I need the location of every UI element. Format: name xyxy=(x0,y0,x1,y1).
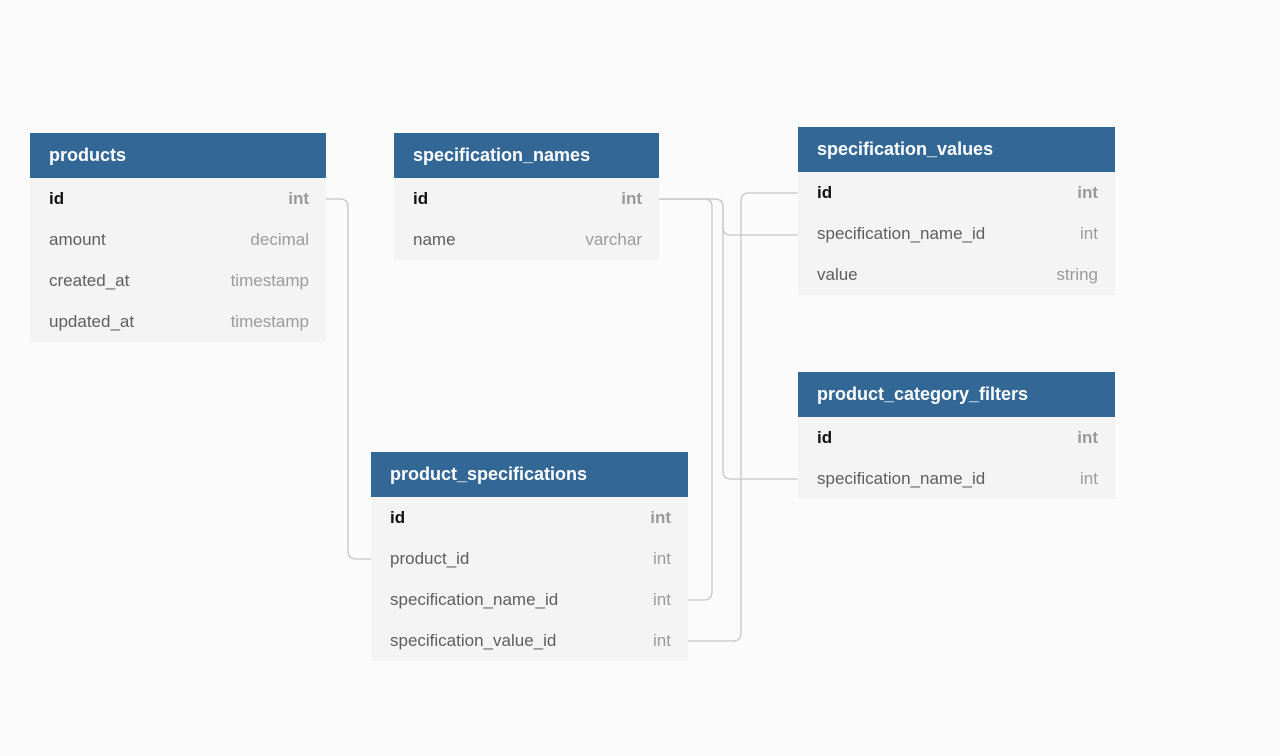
column-row-id[interactable]: id int xyxy=(30,178,326,219)
relation-specification-names-id-to-product-category-filters-specification-name-id xyxy=(659,198,798,480)
column-type: int xyxy=(1077,182,1098,202)
relation-specification-values-id-to-product-specifications-specification-value-id xyxy=(688,192,798,642)
column-type: string xyxy=(1056,264,1098,284)
column-type: timestamp xyxy=(230,311,309,331)
column-type: int xyxy=(1080,468,1098,488)
table-header[interactable]: specification_values xyxy=(798,127,1115,172)
table-header[interactable]: product_category_filters xyxy=(798,372,1115,417)
column-row-specification-name-id[interactable]: specification_name_id int xyxy=(371,579,688,620)
table-columns: id int specification_name_id int xyxy=(798,417,1115,499)
column-type: int xyxy=(1080,223,1098,243)
column-type: int xyxy=(653,589,671,609)
column-row-specification-name-id[interactable]: specification_name_id int xyxy=(798,213,1115,254)
column-name: id xyxy=(413,188,429,208)
column-name: product_id xyxy=(390,548,470,568)
column-type: int xyxy=(650,507,671,527)
column-row-product-id[interactable]: product_id int xyxy=(371,538,688,579)
table-specification-names[interactable]: specification_names id int name varchar xyxy=(394,133,659,260)
column-row-value[interactable]: value string xyxy=(798,254,1115,295)
column-name: specification_name_id xyxy=(817,468,986,488)
column-type: int xyxy=(653,630,671,650)
column-row-updated-at[interactable]: updated_at timestamp xyxy=(30,301,326,342)
column-type: decimal xyxy=(250,229,309,249)
relation-products-id-to-product-specifications-product-id xyxy=(326,198,371,560)
relation-specification-names-id-to-specification-values-specification-name-id xyxy=(659,198,798,236)
column-row-created-at[interactable]: created_at timestamp xyxy=(30,260,326,301)
column-row-name[interactable]: name varchar xyxy=(394,219,659,260)
column-type: int xyxy=(653,548,671,568)
column-name: name xyxy=(413,229,456,249)
table-header[interactable]: specification_names xyxy=(394,133,659,178)
column-name: amount xyxy=(49,229,106,249)
column-name: specification_name_id xyxy=(390,589,559,609)
column-type: int xyxy=(1077,427,1098,447)
table-columns: id int name varchar xyxy=(394,178,659,260)
column-row-id[interactable]: id int xyxy=(798,172,1115,213)
column-type: timestamp xyxy=(230,270,309,290)
column-row-id[interactable]: id int xyxy=(394,178,659,219)
column-name: created_at xyxy=(49,270,130,290)
column-type: int xyxy=(288,188,309,208)
column-name: id xyxy=(390,507,406,527)
column-name: updated_at xyxy=(49,311,135,331)
column-type: varchar xyxy=(585,229,642,249)
table-columns: id int specification_name_id int value string xyxy=(798,172,1115,295)
column-name: specification_value_id xyxy=(390,630,557,650)
column-row-id[interactable]: id int xyxy=(798,417,1115,458)
column-row-amount[interactable]: amount decimal xyxy=(30,219,326,260)
column-row-id[interactable]: id int xyxy=(371,497,688,538)
column-name: specification_name_id xyxy=(817,223,986,243)
table-header[interactable]: product_specifications xyxy=(371,452,688,497)
column-type: int xyxy=(621,188,642,208)
column-name: id xyxy=(817,427,833,447)
table-header[interactable]: products xyxy=(30,133,326,178)
column-row-specification-value-id[interactable]: specification_value_id int xyxy=(371,620,688,661)
column-name: id xyxy=(49,188,65,208)
column-name: value xyxy=(817,264,858,284)
column-name: id xyxy=(817,182,833,202)
column-row-specification-name-id[interactable]: specification_name_id int xyxy=(798,458,1115,499)
